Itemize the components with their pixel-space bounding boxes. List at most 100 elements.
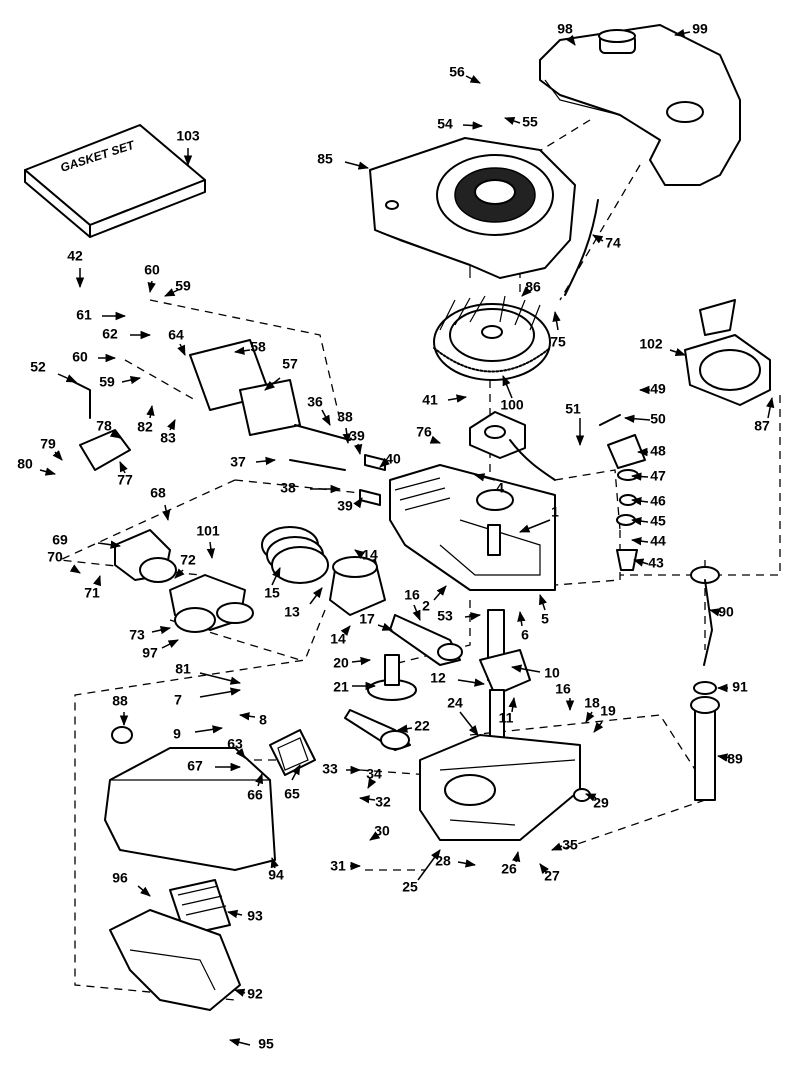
callout-number: 56 (449, 64, 465, 80)
callout-67: 67 (187, 758, 242, 774)
callout-number: 73 (129, 627, 145, 643)
callout-29: 29 (585, 793, 609, 811)
callout-leader-arrow (146, 404, 155, 419)
callout-leader-arrow (93, 575, 101, 587)
ignition-module (469, 411, 556, 481)
camshaft (344, 709, 411, 751)
callout-99: 99 (673, 21, 708, 38)
callout-number: 54 (437, 116, 453, 132)
callout-number: 5 (541, 611, 549, 627)
crankshaft (479, 609, 531, 746)
air-cleaner-base (109, 909, 241, 1011)
callout-35: 35 (551, 837, 578, 853)
callout-leader-arrow (632, 558, 649, 567)
callout-number: 10 (544, 665, 560, 681)
callout-52: 52 (30, 359, 77, 383)
callout-number: 31 (330, 858, 346, 874)
callout-leader-arrow (351, 656, 372, 666)
callout-leader-arrow (177, 343, 186, 356)
piston-rings (261, 526, 329, 584)
callout-number: 11 (499, 710, 514, 726)
callout-16: 16 (555, 681, 575, 712)
callout-number: 48 (650, 443, 666, 459)
callout-number: 37 (230, 454, 246, 470)
callout-number: 39 (337, 498, 353, 514)
callout-number: 75 (550, 334, 566, 350)
callout-number: 38 (337, 409, 353, 425)
callout-number: 30 (374, 823, 390, 839)
callout-leader-arrow (457, 678, 486, 687)
callout-leader-arrow (510, 664, 541, 673)
piston (329, 556, 386, 616)
callout-96: 96 (112, 870, 151, 897)
callout-number: 22 (414, 718, 430, 734)
callout-86: 86 (521, 279, 541, 297)
callout-leader-arrow (551, 842, 563, 851)
callout-number: 55 (522, 114, 538, 130)
callout-31: 31 (330, 858, 362, 874)
callout-number: 17 (359, 611, 375, 627)
callout-number: 74 (605, 235, 621, 251)
callout-13: 13 (284, 587, 323, 620)
callout-leader-arrow (585, 793, 597, 802)
callout-number: 88 (112, 693, 128, 709)
callout-number: 19 (600, 703, 616, 719)
callout-65: 65 (284, 764, 301, 802)
callout-number: 64 (168, 327, 184, 343)
callout-36: 36 (307, 394, 331, 426)
callout-69: 69 (52, 532, 122, 549)
callout-leader-arrow (766, 396, 775, 419)
callout-37: 37 (230, 454, 277, 470)
callout-number: 36 (307, 394, 323, 410)
callout-leader-arrow (464, 612, 482, 621)
callout-leader-arrow (162, 504, 171, 522)
callout-leader-arrow (354, 443, 363, 456)
callout-leader-arrow (708, 608, 721, 617)
callout-28: 28 (435, 853, 477, 869)
callout-leader-arrow (367, 777, 377, 789)
callout-number: 89 (727, 751, 743, 767)
callout-leader-arrow (137, 885, 151, 897)
callout-leader-arrow (369, 831, 381, 841)
callout-number: 81 (175, 661, 191, 677)
blower-housing (369, 137, 576, 279)
callout-leader-arrow (465, 75, 481, 84)
callout-number: 91 (732, 679, 748, 695)
callout-number: 68 (150, 485, 166, 501)
callout-number: 44 (650, 533, 666, 549)
callout-leader-arrow (57, 373, 77, 383)
callout-leader-arrow (716, 753, 731, 762)
callout-41: 41 (422, 392, 468, 408)
callout-leader-arrow (271, 567, 281, 586)
callout-55: 55 (504, 114, 538, 130)
callout-39: 39 (337, 497, 363, 514)
callout-leader-arrow (52, 450, 63, 461)
callout-63: 63 (227, 736, 246, 759)
callout-leader-arrow (566, 34, 576, 46)
callout-47: 47 (630, 468, 666, 484)
callout-number: 43 (648, 555, 664, 571)
gasket-set-box: GASKET SET (24, 124, 206, 238)
callout-20: 20 (333, 655, 372, 671)
callout-number: 63 (227, 736, 243, 752)
callout-59: 59 (164, 278, 191, 297)
callout-6: 6 (517, 610, 529, 643)
callout-number: 90 (718, 604, 734, 620)
callout-71: 71 (84, 575, 101, 601)
cylinder-head (189, 339, 301, 436)
carburetor-assembly (114, 529, 254, 633)
callout-number: 93 (247, 908, 263, 924)
callout-leader-arrow (233, 988, 246, 997)
callout-number: 27 (544, 868, 560, 884)
callout-number: 98 (557, 21, 573, 37)
callout-34: 34 (366, 766, 382, 789)
callout-leader-arrow (593, 721, 604, 733)
callout-number: 18 (584, 695, 600, 711)
callout-4: 4 (473, 473, 504, 496)
callout-leader-arrow (429, 435, 441, 444)
connecting-rod (389, 614, 463, 666)
callout-leader-arrow (517, 610, 526, 627)
callout-number: 38 (280, 480, 296, 496)
callout-22: 22 (396, 718, 430, 734)
